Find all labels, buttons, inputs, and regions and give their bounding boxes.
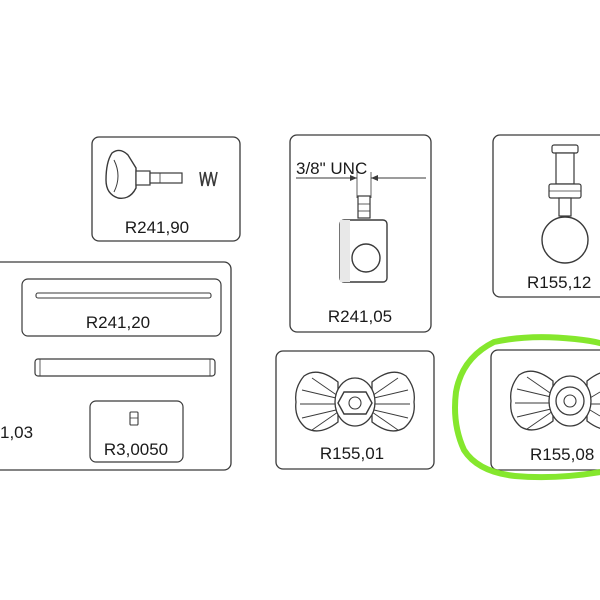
group-label: 1,03 (0, 423, 33, 442)
spring-icon (199, 171, 218, 187)
stem-cap-icon (551, 144, 579, 154)
knob-ridge-icon (113, 159, 119, 193)
part-threaded-block[interactable]: 3/8" UNC R241,05 (289, 134, 432, 333)
knob-shaft-icon (135, 170, 151, 186)
small-part-box (89, 400, 184, 463)
part-clamp-round[interactable]: R155,08 (490, 349, 600, 471)
stud-icon (357, 195, 371, 219)
part-ball-mount[interactable]: R155,12 (492, 134, 600, 298)
part-knob-screw[interactable]: R241,90 (91, 136, 241, 242)
thread-spec-label: 3/8" UNC (296, 159, 367, 178)
ball-icon (541, 216, 589, 264)
part-label: R155,08 (530, 445, 594, 464)
bore-hole-icon (351, 243, 381, 273)
neck-icon (558, 197, 572, 217)
stem-icon (555, 152, 575, 185)
clamp-lobe-right-icon (371, 371, 415, 432)
arrow-right-icon (350, 175, 357, 181)
long-rod-icon (35, 292, 212, 299)
knob-thread-icon (149, 172, 183, 184)
part-label: R155,12 (527, 273, 591, 292)
highlight-circle (452, 334, 600, 481)
small-part-label: R3,0050 (104, 440, 168, 459)
part-label: R155,01 (320, 444, 384, 463)
part-rods-group[interactable]: R241,20 1,03 R3,0050 (0, 261, 232, 471)
arrow-left-icon (371, 175, 378, 181)
thick-rod-icon (34, 358, 216, 377)
clamp-lobe-left-icon (510, 370, 554, 431)
part-label: R241,05 (328, 307, 392, 326)
clamp-lobe-left-icon (295, 371, 339, 432)
rod-label: R241,20 (86, 313, 150, 332)
part-clamp-hex[interactable]: R155,01 (275, 350, 435, 470)
knob-head-icon (105, 149, 137, 199)
small-part-icon (129, 411, 139, 426)
part-label: R241,90 (125, 218, 189, 237)
